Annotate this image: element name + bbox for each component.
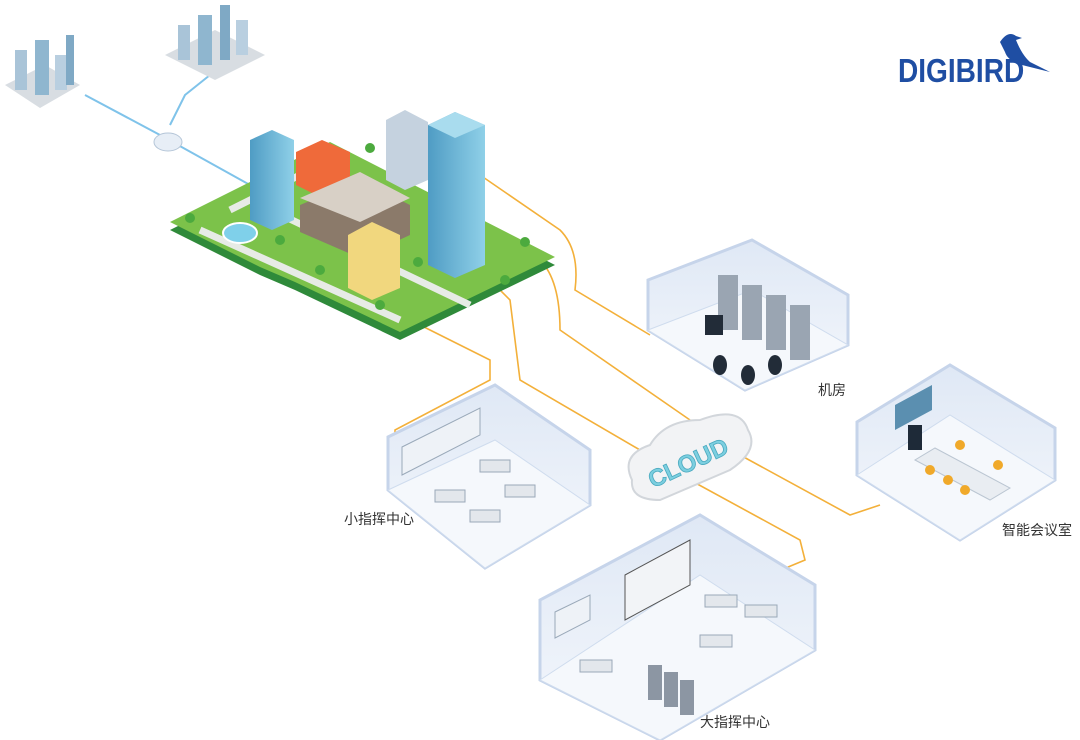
small-command-center [386, 383, 592, 570]
small-cloud-icon [153, 132, 183, 152]
remote-links [84, 74, 251, 186]
server-room-label: 机房 [818, 383, 846, 399]
large-command-center [538, 513, 817, 740]
meeting-room [855, 363, 1057, 542]
remote-city-1 [5, 35, 80, 108]
server-room [646, 238, 850, 392]
large-command-center-label: 大指挥中心 [700, 715, 770, 731]
logo-bird-icon [1000, 34, 1050, 72]
meeting-room-label: 智能会议室 [1002, 523, 1072, 539]
brand-logo: DIGIBIRD [898, 52, 1025, 89]
remote-city-2 [165, 5, 265, 80]
cloud-icon: CLOUD [627, 413, 753, 502]
campus-block [170, 110, 555, 340]
small-command-center-label: 小指挥中心 [344, 512, 414, 528]
